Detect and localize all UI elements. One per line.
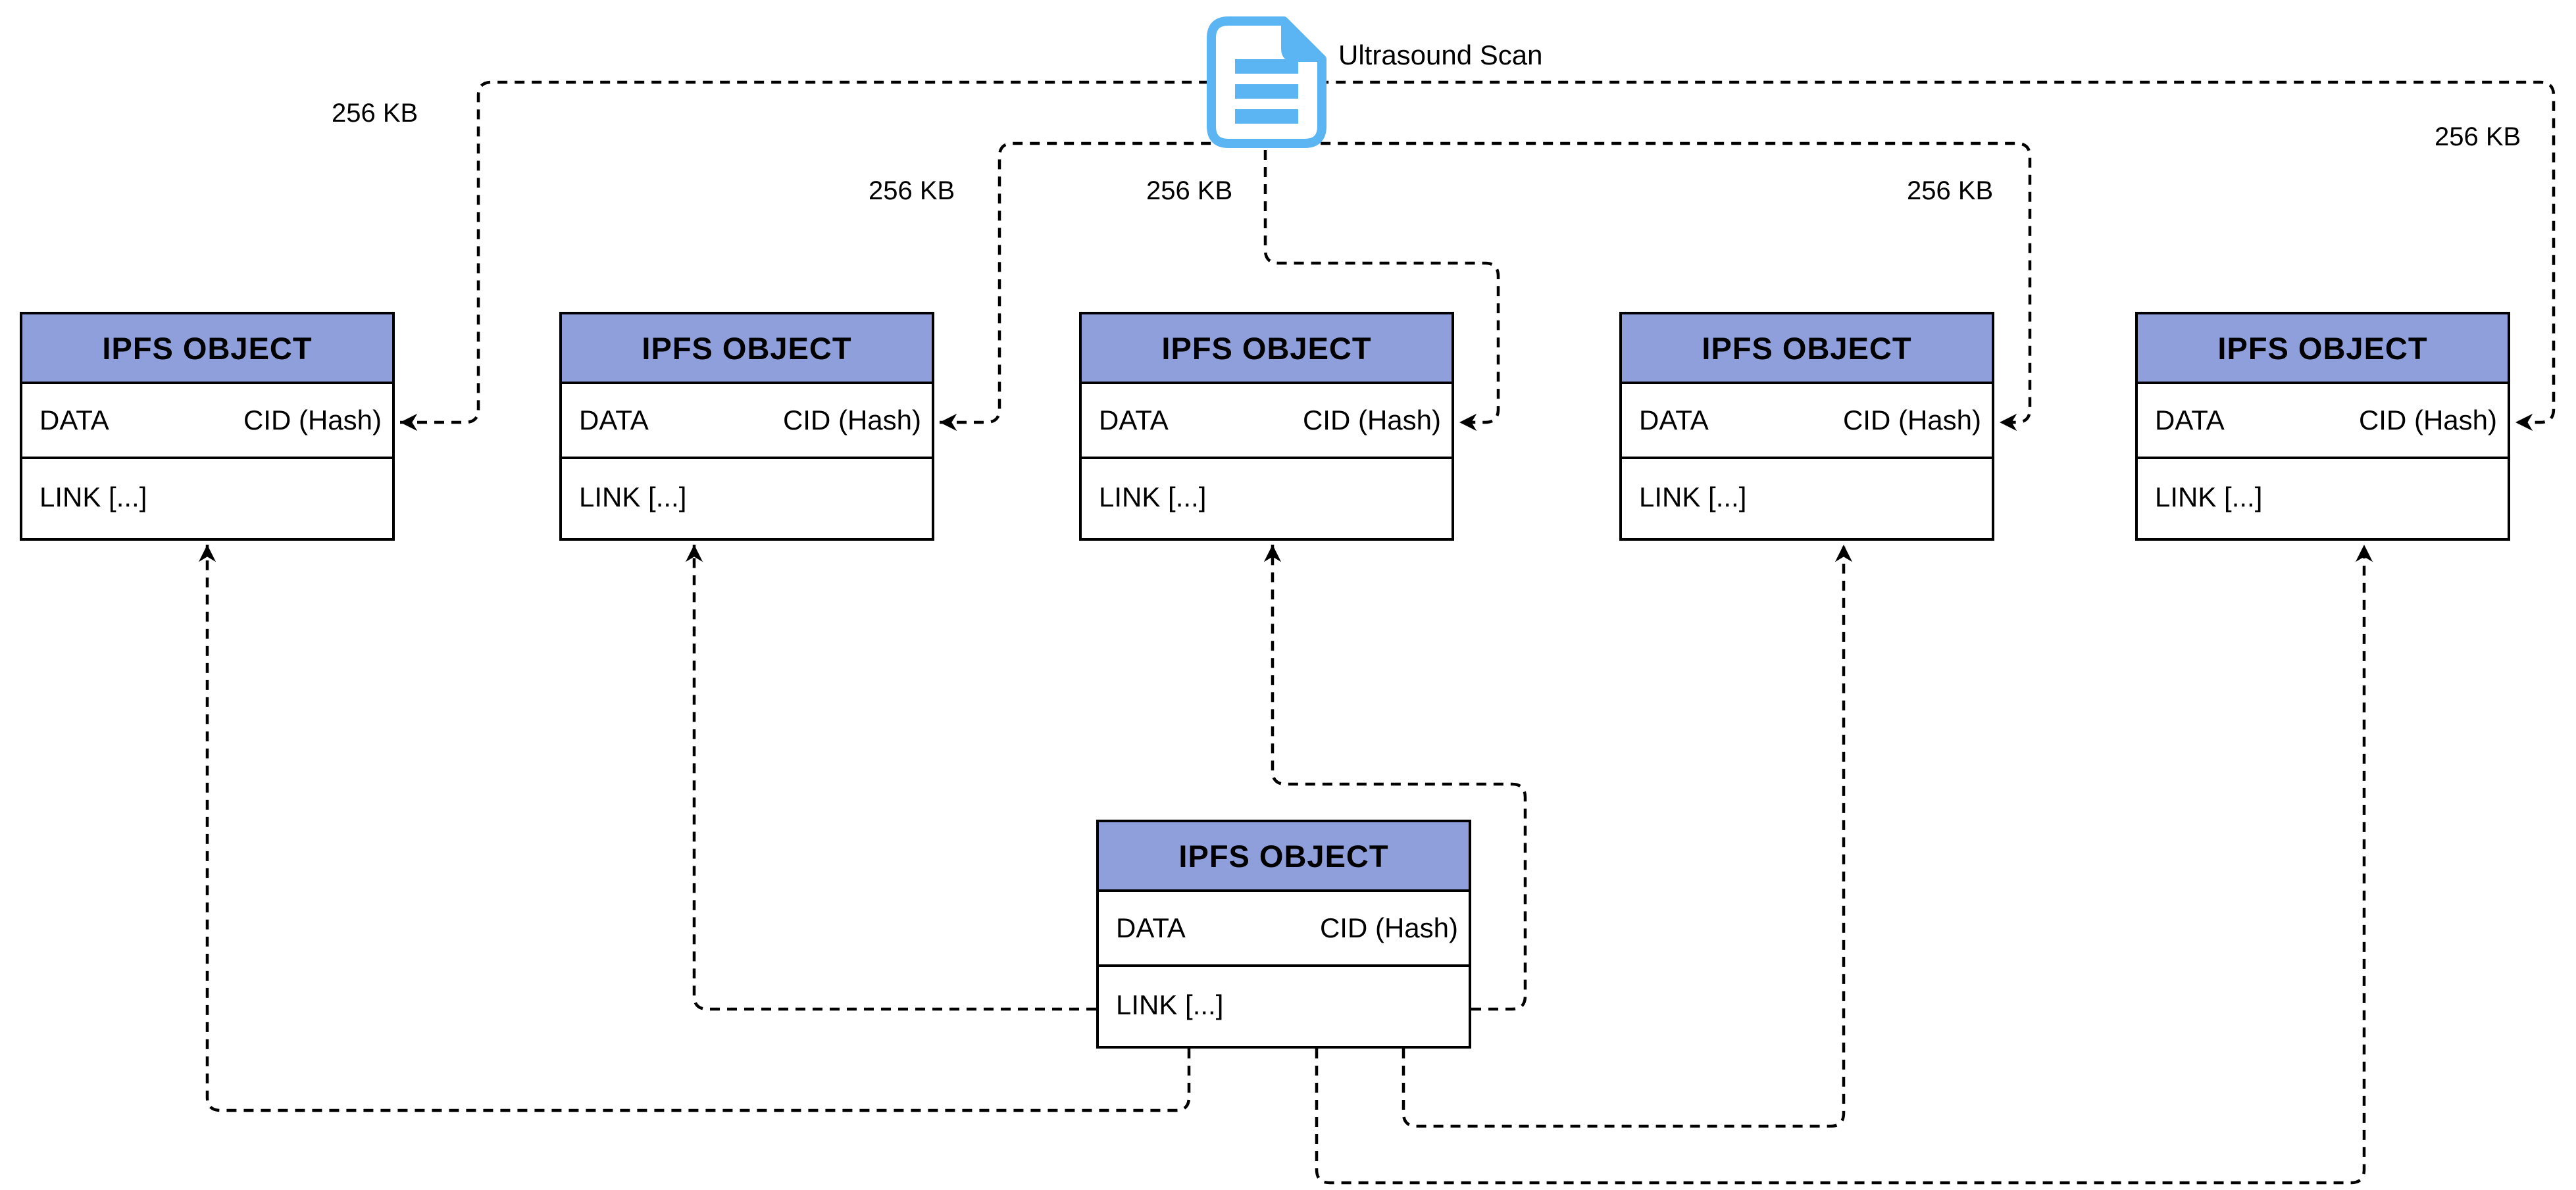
data-row: DATA CID (Hash) <box>1622 384 1992 459</box>
chunk-size-label-3: 256 KB <box>1146 176 1233 205</box>
cid-label: CID (Hash) <box>243 405 382 435</box>
cid-label: CID (Hash) <box>782 405 921 435</box>
box-title: IPFS OBJECT <box>1622 314 1992 384</box>
ipfs-object-chunk-2: IPFS OBJECT DATA CID (Hash) LINK [...] <box>559 312 934 541</box>
data-row: DATA CID (Hash) <box>1082 384 1452 459</box>
link-row: LINK [...] <box>1099 967 1469 1043</box>
data-row: DATA CID (Hash) <box>1099 892 1469 967</box>
data-label: DATA <box>1099 405 1169 435</box>
link-row: LINK [...] <box>2138 459 2508 535</box>
link-label: LINK [...] <box>39 482 147 512</box>
link-row: LINK [...] <box>1082 459 1452 535</box>
link-label: LINK [...] <box>579 482 687 512</box>
document-icon <box>1207 16 1326 148</box>
connector-file-to-chunk1-and-chunk5 <box>400 80 2556 432</box>
link-label: LINK [...] <box>2155 482 2263 512</box>
link-row: LINK [...] <box>1622 459 1992 535</box>
connector-parent-link-to-chunk4 <box>1402 545 1853 1128</box>
cid-label: CID (Hash) <box>1842 405 1981 435</box>
ipfs-object-parent: IPFS OBJECT DATA CID (Hash) LINK [...] <box>1096 820 1471 1049</box>
cid-label: CID (Hash) <box>2358 405 2497 435</box>
box-title: IPFS OBJECT <box>562 314 932 384</box>
link-label: LINK [...] <box>1116 989 1224 1020</box>
chunk-size-label-1: 256 KB <box>332 99 418 128</box>
connector-parent-link-to-chunk2 <box>685 545 1096 1011</box>
box-title: IPFS OBJECT <box>1082 314 1452 384</box>
connector-file-to-chunk2-and-chunk4 <box>940 141 2032 432</box>
chunk-size-label-5: 256 KB <box>2435 122 2521 151</box>
data-label: DATA <box>579 405 649 435</box>
box-title: IPFS OBJECT <box>1099 822 1469 892</box>
box-title: IPFS OBJECT <box>22 314 392 384</box>
connector-parent-link-to-chunk1 <box>198 545 1191 1112</box>
chunk-size-label-2: 256 KB <box>869 176 955 205</box>
link-label: LINK [...] <box>1639 482 1747 512</box>
connector-file-to-chunk3 <box>1263 150 1500 432</box>
chunk-size-label-4: 256 KB <box>1907 176 1994 205</box>
data-label: DATA <box>2155 405 2225 435</box>
cid-label: CID (Hash) <box>1319 912 1458 943</box>
data-label: DATA <box>1639 405 1709 435</box>
link-label: LINK [...] <box>1099 482 1207 512</box>
file-title: Ultrasound Scan <box>1338 39 1543 70</box>
data-row: DATA CID (Hash) <box>2138 384 2508 459</box>
document-text-line <box>1235 84 1298 99</box>
ipfs-object-chunk-5: IPFS OBJECT DATA CID (Hash) LINK [...] <box>2135 312 2510 541</box>
data-label: DATA <box>39 405 109 435</box>
ipfs-object-chunk-1: IPFS OBJECT DATA CID (Hash) LINK [...] <box>20 312 395 541</box>
document-text-line <box>1235 109 1298 124</box>
connector-parent-link-to-chunk5 <box>1315 545 2373 1185</box>
cid-label: CID (Hash) <box>1302 405 1441 435</box>
data-row: DATA CID (Hash) <box>562 384 932 459</box>
box-title: IPFS OBJECT <box>2138 314 2508 384</box>
connector-parent-link-to-chunk3 <box>1263 545 1527 1011</box>
document-text-line <box>1235 59 1298 74</box>
ipfs-object-chunk-4: IPFS OBJECT DATA CID (Hash) LINK [...] <box>1619 312 1994 541</box>
link-row: LINK [...] <box>22 459 392 535</box>
link-row: LINK [...] <box>562 459 932 535</box>
ipfs-object-chunk-3: IPFS OBJECT DATA CID (Hash) LINK [...] <box>1079 312 1454 541</box>
data-row: DATA CID (Hash) <box>22 384 392 459</box>
data-label: DATA <box>1116 912 1186 943</box>
